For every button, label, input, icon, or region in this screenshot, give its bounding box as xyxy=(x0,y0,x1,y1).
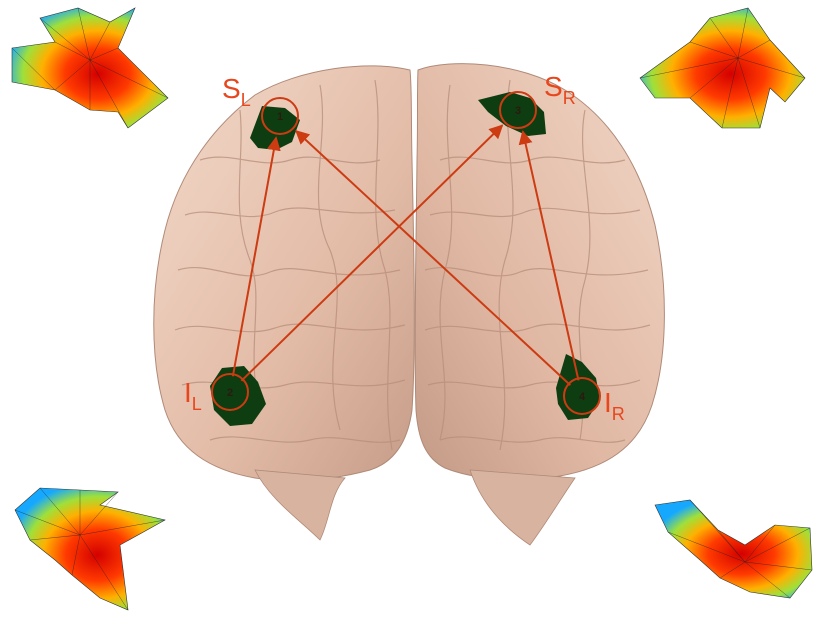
brain-right-hemisphere xyxy=(415,64,664,545)
region-number-ir: 4 xyxy=(579,391,586,403)
region-label-sl-main: S xyxy=(222,73,241,104)
topo-map-top-right xyxy=(640,8,805,128)
topo-map-bottom-right xyxy=(655,500,812,598)
topo-map-top-left xyxy=(12,8,168,128)
region-label-ir-sub: R xyxy=(612,404,625,424)
region-number-il: 2 xyxy=(227,387,233,399)
region-label-sl: SL xyxy=(222,73,251,110)
region-number-sr: 3 xyxy=(515,105,521,117)
region-label-sr-sub: R xyxy=(563,88,576,108)
topo-map-bottom-left xyxy=(15,488,165,610)
region-label-il-main: I xyxy=(184,377,192,408)
region-label-sl-sub: L xyxy=(241,90,251,110)
region-label-il-sub: L xyxy=(192,394,202,414)
region-label-ir-main: I xyxy=(604,387,612,418)
region-number-sl: 1 xyxy=(277,111,283,123)
region-label-sr-main: S xyxy=(544,71,563,102)
